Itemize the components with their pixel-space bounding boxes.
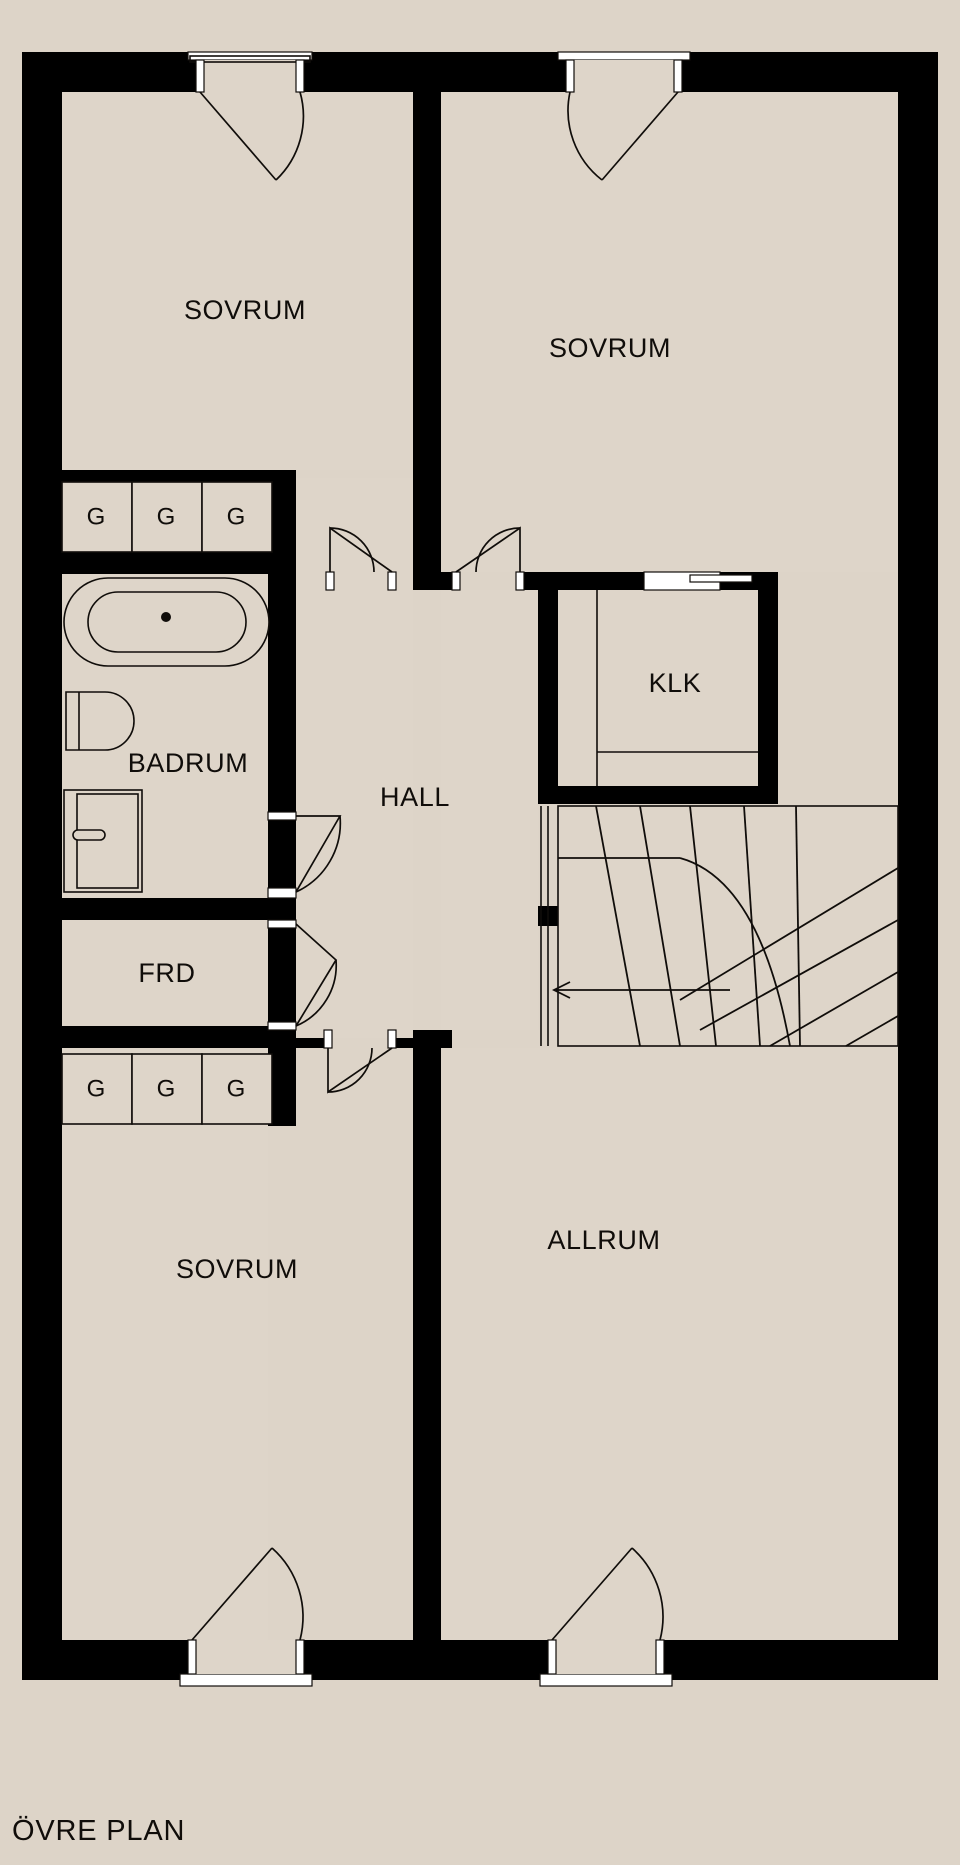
floor-sovrum-top-right xyxy=(441,92,898,572)
room-label-klk: KLK xyxy=(649,668,702,698)
floor-hall-right xyxy=(441,590,538,1030)
toilet-icon xyxy=(65,691,135,751)
floor-frd xyxy=(62,920,268,1026)
closet-lower-1-label: G xyxy=(87,1075,106,1102)
stair-direction-arrow-icon xyxy=(551,981,730,999)
closet-upper-2-label: G xyxy=(157,503,176,530)
closet-lower-2-label: G xyxy=(157,1075,176,1102)
door-hall-to-badrum[interactable] xyxy=(267,811,342,899)
staircase-icon xyxy=(540,805,899,1047)
closet-lower-2 xyxy=(131,1053,203,1125)
klk-shelf-icon xyxy=(596,590,758,786)
closet-lower-1 xyxy=(61,1053,133,1125)
sink-cabinet-icon xyxy=(63,789,143,893)
closet-upper-3 xyxy=(201,481,273,553)
room-label-frd: FRD xyxy=(138,958,195,988)
room-label-hall: HALL xyxy=(380,782,450,812)
door-bedroom-top-right[interactable] xyxy=(557,51,691,181)
door-hall-to-sovrum-bot[interactable] xyxy=(323,1029,397,1094)
closet-upper-2 xyxy=(131,481,203,553)
floor-klk xyxy=(558,590,758,786)
bathtub-drain-icon xyxy=(161,612,171,622)
floor-stairs xyxy=(558,804,898,1048)
room-label-sovrum-top-right: SOVRUM xyxy=(549,333,671,363)
door-bedroom-top-left[interactable] xyxy=(187,51,313,181)
door-klk-sliding[interactable] xyxy=(643,571,753,591)
door-bottom-sovrum[interactable] xyxy=(179,1547,313,1687)
closet-lower-3 xyxy=(201,1053,273,1125)
floor-allrum xyxy=(441,1048,898,1640)
room-label-sovrum-top-left: SOVRUM xyxy=(184,295,306,325)
plan-footer-label: ÖVRE PLAN xyxy=(12,1815,185,1847)
floor-hall xyxy=(296,590,413,1030)
closet-upper-3-label: G xyxy=(227,503,246,530)
door-hall-to-bedroom-tl[interactable] xyxy=(325,526,397,591)
door-bottom-allrum[interactable] xyxy=(539,1547,673,1687)
closet-lower-3-label: G xyxy=(227,1075,246,1102)
closet-upper-1-label: G xyxy=(87,503,106,530)
door-hall-to-bedroom-tr[interactable] xyxy=(451,526,525,591)
room-floors xyxy=(62,92,898,1640)
room-label-sovrum-bottom: SOVRUM xyxy=(176,1254,298,1284)
floor-sovrum-top-left xyxy=(62,92,413,470)
room-label-allrum: ALLRUM xyxy=(547,1225,660,1255)
closet-bank-lower: G G G xyxy=(61,1053,273,1125)
floor-sovrum-bottom xyxy=(62,1048,268,1640)
closet-upper-1 xyxy=(61,481,133,553)
room-label-badrum: BADRUM xyxy=(128,748,249,778)
door-hall-to-frd[interactable] xyxy=(267,919,338,1031)
bathtub-icon xyxy=(63,577,270,667)
closet-bank-upper: G G G xyxy=(61,481,273,553)
wall-structure xyxy=(22,52,938,1680)
